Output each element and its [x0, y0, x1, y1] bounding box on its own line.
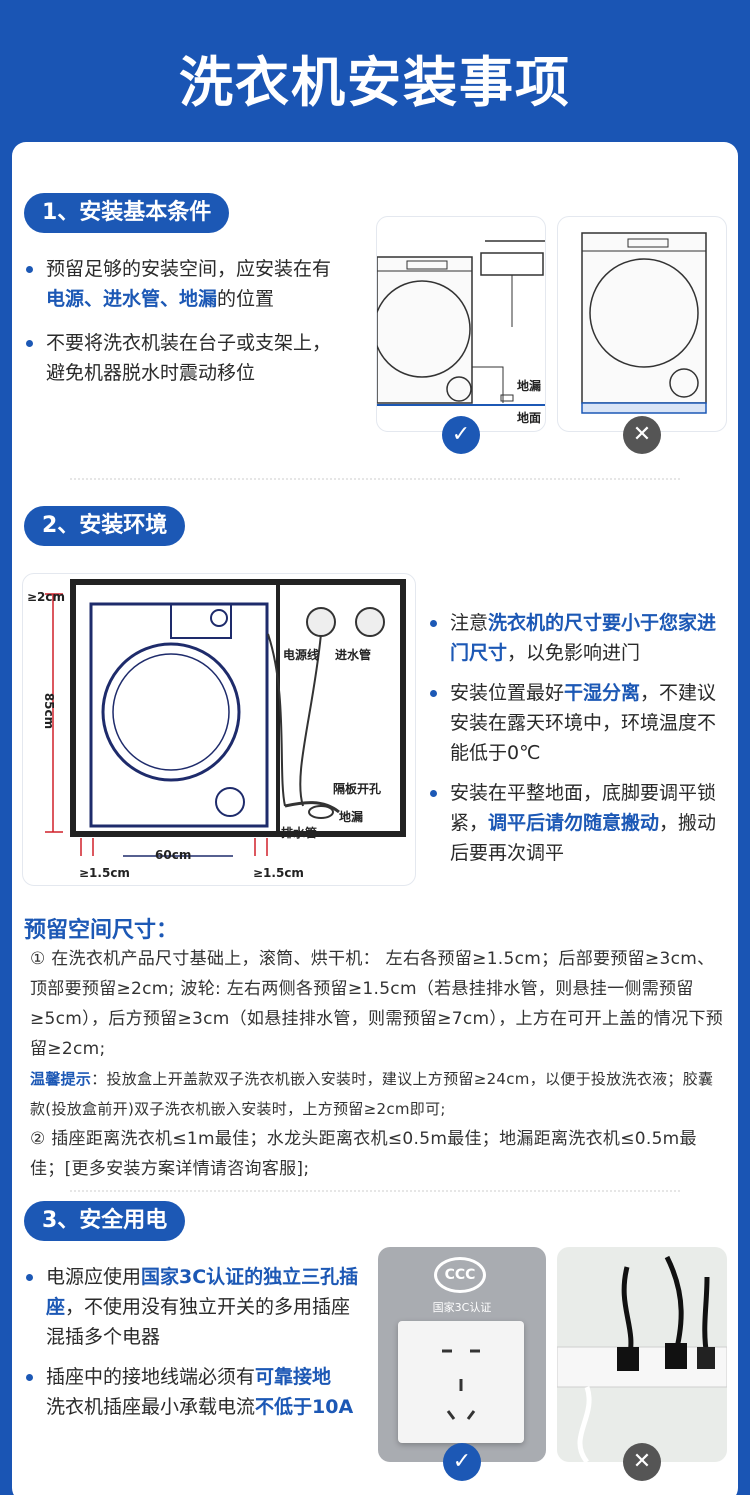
- label-width: 60cm: [155, 848, 192, 862]
- environment-drawing: [45, 579, 406, 857]
- tip-text: ：投放盒上开盖款双子洗衣机嵌入安装时，建议上方预留≥24cm，以便于投放洗衣液；…: [30, 1070, 714, 1118]
- section3-heading: 3、安全用电: [24, 1201, 186, 1241]
- label-drain-pipe: 排水管: [281, 826, 318, 840]
- section1-heading: 1、安装基本条件: [24, 193, 230, 233]
- bullet-highlight: 调平后请勿随意搬动: [488, 812, 660, 834]
- label-partition-hole: 隔板开孔: [333, 782, 382, 796]
- bullet-text: ，不建议安装在露天环境中，环境温度不能低于0℃: [450, 682, 717, 764]
- section2-heading: 2、安装环境: [24, 506, 186, 546]
- bullet-text: ，搬动后要再次调平: [450, 812, 717, 864]
- reserve-space-title: 预留空间尺寸：: [24, 918, 179, 943]
- reserve-paragraph-2: ② 插座距离洗衣机≤1m最佳；水龙头距离衣机≤0.5m最佳；地漏距离洗衣机≤0.…: [30, 1129, 697, 1179]
- section1-bullet-no-platform: 不要将洗衣机装在台子或支架上， 避免机器脱水时震动移位: [24, 328, 364, 388]
- correct-install-illustration: 地漏 地面: [376, 216, 546, 432]
- label-height: 85cm: [42, 692, 57, 730]
- section2-bullet-level: 安装在平整地面，底脚要调平锁紧，调平后请勿随意搬动，搬动后要再次调平: [428, 778, 724, 868]
- page-title: 洗衣机安装事项: [179, 51, 571, 114]
- section-divider: [70, 478, 680, 480]
- install-environment-diagram: ≥2cm 85cm 60cm ≥1.5cm ≥1.5cm 电源线 进水管 隔板开…: [22, 573, 416, 886]
- reserve-tip: 温馨提示：投放盒上开盖款双子洗衣机嵌入安装时，建议上方预留≥24cm，以便于投放…: [30, 1064, 726, 1124]
- washer-correct-drawing: [377, 240, 545, 406]
- section2-bullet-size: 注意洗衣机的尺寸要小于您家进门尺寸，以免影响进门: [428, 608, 724, 668]
- bullet-text: 注意: [450, 612, 489, 634]
- bullet-highlight: 洗衣机的尺寸要小于您家进门尺寸: [450, 612, 717, 664]
- check-icon: ✓: [442, 416, 480, 454]
- bullet-text: 的位置: [217, 288, 275, 310]
- washer-incorrect-drawing: [581, 232, 707, 414]
- bullet-highlight: 电源、进水管、地漏: [46, 288, 218, 310]
- bullet-text: 电源应使用: [46, 1266, 142, 1288]
- power-strip-photo: [557, 1247, 727, 1462]
- bullet-text: 安装在平整地面，底脚要调平锁紧，: [450, 782, 717, 834]
- label-floor-drain-2: 地漏: [339, 810, 364, 824]
- label-left-gap: ≥1.5cm: [79, 866, 130, 880]
- label-power-line: 电源线: [283, 648, 320, 662]
- label-inlet-pipe: 进水管: [335, 648, 372, 662]
- label-floor-drain: 地漏: [517, 379, 542, 393]
- socket-face: [398, 1321, 524, 1443]
- bullet-text: 安装位置最好: [450, 682, 565, 704]
- bullet-text: 避免机器脱水时震动移位: [46, 362, 256, 384]
- bullet-highlight: 干湿分离: [564, 682, 641, 704]
- bullet-highlight: 可靠接地: [255, 1366, 332, 1388]
- cross-icon: ✕: [623, 1443, 661, 1481]
- label-floor: 地面: [517, 411, 542, 425]
- ccc-caption: 国家3C认证: [432, 1301, 492, 1314]
- cross-icon: ✕: [623, 416, 661, 454]
- label-top-gap: ≥2cm: [27, 590, 66, 604]
- socket-holes: [442, 1349, 480, 1420]
- bullet-text: 预留足够的安装空间，应安装在有: [46, 258, 332, 280]
- bullet-highlight: 不低于10A: [255, 1396, 354, 1418]
- section2-bullet-location: 安装位置最好干湿分离，不建议安装在露天环境中，环境温度不能低于0℃: [428, 678, 724, 768]
- section-divider: [70, 1190, 680, 1192]
- bullet-text: 洗衣机插座最小承载电流: [46, 1396, 256, 1418]
- section1-bullet-space: 预留足够的安装空间，应安装在有 电源、进水管、地漏的位置: [24, 254, 364, 314]
- check-icon: ✓: [443, 1443, 481, 1481]
- bullet-text: ，不使用没有独立开关的多用插座混插多个电器: [46, 1296, 351, 1348]
- section3-bullet-socket: 电源应使用国家3C认证的独立三孔插座，不使用没有独立开关的多用插座混插多个电器: [24, 1262, 364, 1352]
- power-strip-drawing: [557, 1255, 727, 1462]
- bullet-text: ，以免影响进门: [507, 642, 641, 664]
- label-right-gap: ≥1.5cm: [253, 866, 304, 880]
- bullet-text: 不要将洗衣机装在台子或支架上，: [46, 332, 332, 354]
- reserve-paragraph-1: ① 在洗衣机产品尺寸基础上，滚筒、烘干机： 左右各预留≥1.5cm；后部要预留≥…: [30, 949, 724, 1059]
- bullet-highlight: 国家3C认证的独立三孔插座: [46, 1266, 359, 1318]
- bullet-text: 插座中的接地线端必须有: [46, 1366, 256, 1388]
- section3-bullet-ground: 插座中的接地线端必须有可靠接地 洗衣机插座最小承载电流不低于10A: [24, 1362, 374, 1422]
- incorrect-install-illustration: [557, 216, 727, 432]
- ccc-logo: CCC: [434, 1257, 486, 1293]
- tip-label: 温馨提示: [30, 1070, 92, 1088]
- certified-socket-photo: CCC 国家3C认证: [378, 1247, 546, 1462]
